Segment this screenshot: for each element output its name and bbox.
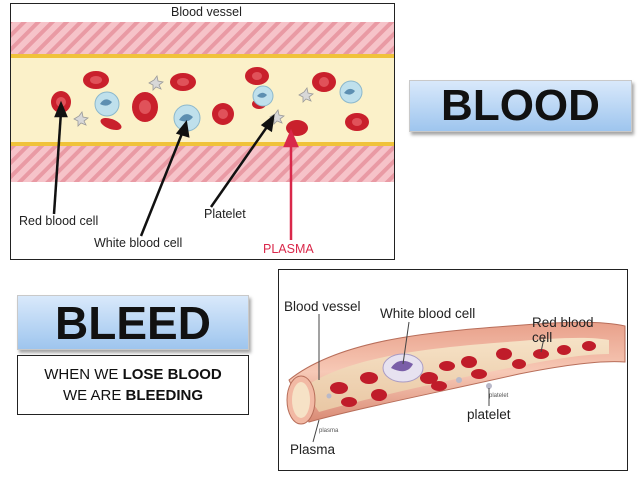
red-blood-cell-label: Red blood cell [532, 315, 594, 345]
caption-line-1: WHEN WE LOSE BLOOD [18, 364, 248, 385]
white-blood-cells [94, 80, 363, 132]
blood-vessel-label: Blood vessel [284, 299, 361, 314]
label-pointers [312, 314, 545, 443]
vessel-wall-top [11, 22, 394, 58]
vessel-open-end-inner [292, 382, 310, 418]
white-blood-cell [382, 353, 424, 383]
plasma-label: PLASMA [263, 242, 314, 256]
blood-vessel-title: Blood vessel [171, 5, 242, 19]
white-blood-cell-label: White blood cell [94, 236, 183, 250]
blood-title: BLOOD [409, 80, 632, 132]
vessel-wall-bottom [11, 146, 394, 182]
caption-line-2-text: WE ARE [62, 387, 126, 404]
small-plasma-label: plasma [319, 428, 339, 434]
vessel-lining-bottom [11, 142, 394, 146]
label-pointers [52, 100, 275, 237]
vessel-lining-top [11, 54, 394, 58]
platelets [326, 377, 492, 399]
plasma-lumen [11, 58, 394, 142]
red-blood-cell-label: Red blood cell [19, 214, 99, 228]
plasma-label: Plasma [290, 442, 336, 457]
small-platelet-label: platelet [489, 393, 509, 399]
vessel-illustration [11, 22, 394, 240]
caption-line-1-text: WHEN WE [44, 366, 123, 383]
plasma-pointer [283, 128, 299, 240]
caption-line-1-bold: LOSE BLOOD [122, 366, 222, 383]
caption-line-2: WE ARE BLEEDING [18, 385, 248, 406]
vessel-tube-illustration [286, 314, 626, 443]
platelet-label: platelet [467, 407, 511, 422]
blood-vessel-diagram: Blood vessel Red blood cell White blood … [10, 3, 395, 260]
caption-line-2-bold: BLEEDING [125, 387, 204, 404]
platelet-label: Platelet [204, 207, 246, 221]
vessel-cross-section-diagram: Blood vessel White blood cell Red blood … [278, 269, 628, 471]
red-blood-cells [330, 341, 596, 407]
red-blood-cells [51, 67, 369, 136]
bleed-title: BLEED [17, 295, 249, 350]
bleeding-caption: WHEN WE LOSE BLOOD WE ARE BLEEDING [17, 355, 249, 415]
white-blood-cell-label: White blood cell [380, 306, 476, 321]
